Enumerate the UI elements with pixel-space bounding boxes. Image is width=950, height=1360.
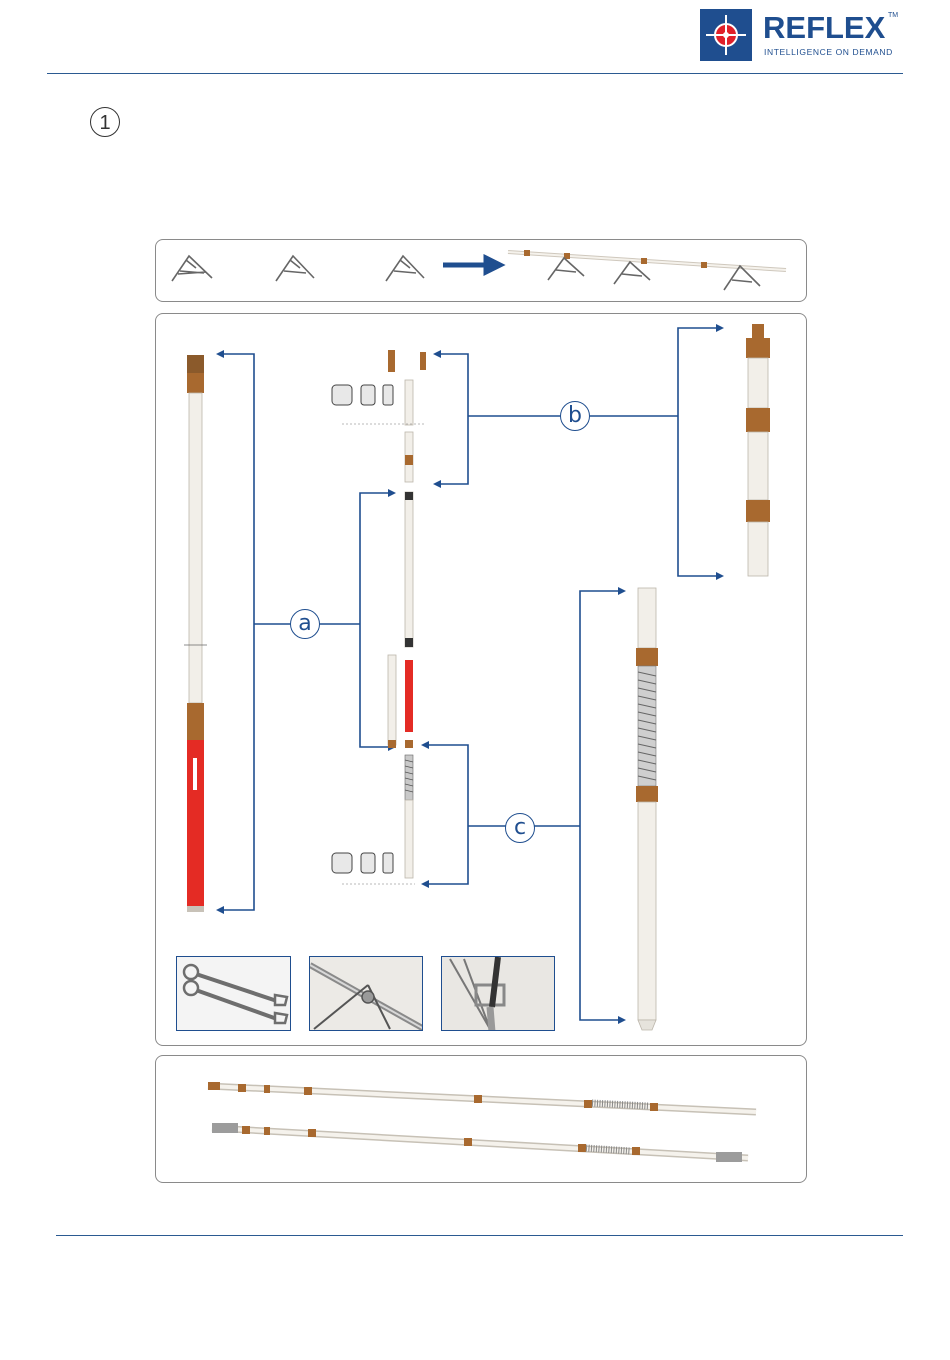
exploded-top (332, 350, 426, 482)
exploded-bottom (332, 755, 415, 884)
bracket-b (438, 328, 718, 576)
clamp-photo (441, 956, 555, 1031)
assembled-tools-illustration (156, 1056, 808, 1184)
tool-a-full (184, 355, 207, 912)
callout-c: c (505, 813, 535, 843)
tool-b-detail (746, 324, 770, 576)
stand-closeup-photo (309, 956, 423, 1031)
footer-divider (56, 1235, 903, 1236)
exploded-middle (388, 492, 413, 748)
callout-b: b (560, 401, 590, 431)
wrench-photo (176, 956, 291, 1031)
callout-a: a (290, 609, 320, 639)
assembled-tool-lower (212, 1123, 748, 1162)
wrench-icon (177, 957, 291, 1031)
tool-c-detail (636, 588, 658, 1030)
assembled-tool-upper (208, 1082, 756, 1112)
assembled-tools-panel (155, 1055, 807, 1183)
